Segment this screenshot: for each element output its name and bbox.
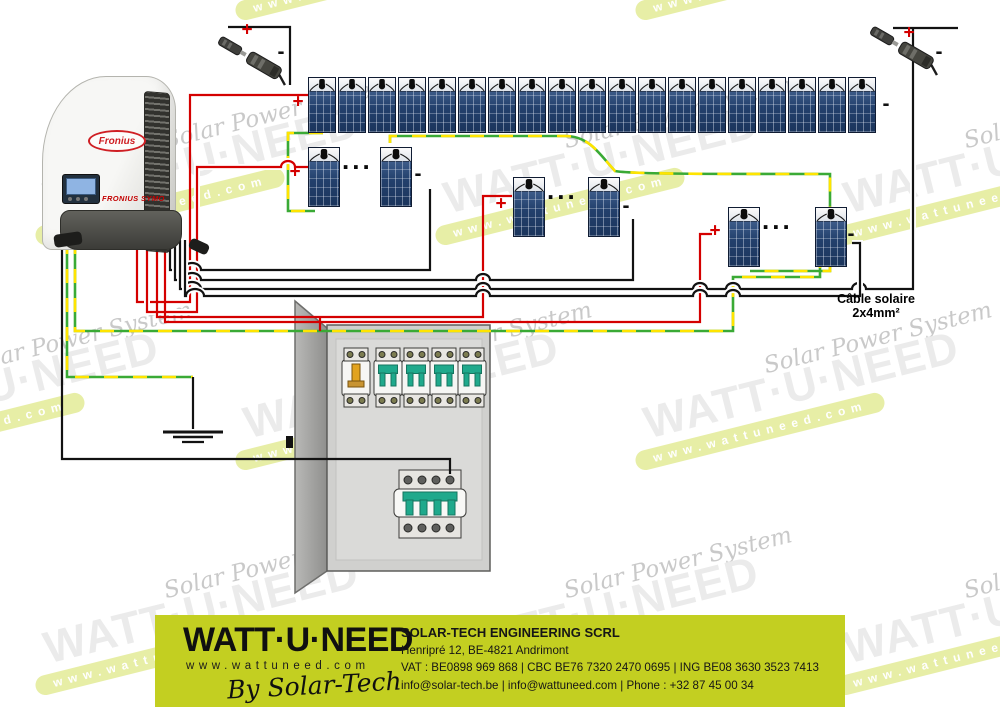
polarity-plus-label: + [289,161,301,183]
ellipsis-more-panels: ... [762,205,793,235]
junction-box-icon [669,78,695,92]
junction-box-icon [609,78,635,92]
pv-panel [458,77,486,133]
footer-url: www.wattuneed.com [186,660,370,672]
junction-box-icon [589,178,619,192]
cable-gland [286,436,293,448]
company-address: Henripré 12, BE-4821 Andrimont [401,643,569,657]
pv-panel [308,147,340,207]
junction-box-icon [699,78,725,92]
junction-box-icon [381,148,411,162]
pv-panel [548,77,576,133]
pv-panel [728,207,760,267]
polarity-minus-label: - [847,222,855,246]
pv-panel [398,77,426,133]
ground-wire [65,240,193,379]
inverter-display [62,174,100,204]
pv-panel [368,77,396,133]
polarity-plus-label: + [495,193,507,215]
pv-panel [513,177,545,237]
pv-panel [815,207,847,267]
junction-box-icon [519,78,545,92]
pv-panel [588,177,620,237]
junction-box-icon [514,178,544,192]
mc4-connector-right-icon [870,26,938,76]
dc-positive-wire [135,93,309,304]
pv-panel [608,77,636,133]
polarity-minus-label: - [277,40,285,64]
string-link-wire [388,134,832,273]
pv-panel [488,77,516,133]
ellipsis-more-panels: ... [342,145,373,175]
junction-box-icon [459,78,485,92]
pv-panel [578,77,606,133]
dc-positive-wire [145,159,308,314]
pv-panel [308,77,336,133]
company-contact: info@solar-tech.be | info@wattuneed.com … [401,678,754,692]
junction-box-icon [789,78,815,92]
polarity-minus-label: - [414,162,422,186]
junction-box-icon [489,78,515,92]
polarity-minus-label: - [935,40,943,64]
footer-banner: WATT·U·NEED www.wattuneed.com By Solar-T… [155,615,845,707]
company-name: SOLAR-TECH ENGINEERING SCRL [401,625,620,640]
junction-box-icon [399,78,425,92]
pv-panel [428,77,456,133]
pv-panel [668,77,696,133]
dc-positive-wire [155,194,512,319]
dc-positive-wire [163,232,712,324]
ac-wire [60,240,452,474]
junction-box-icon [759,78,785,92]
dc-negative-wire [178,26,958,291]
inverter-model-label: FRONIUS SYMO [102,194,165,203]
junction-box-icon [639,78,665,92]
footer-byline: By Solar-Tech [226,666,403,705]
polarity-plus-label: + [241,19,253,41]
pv-panel [638,77,666,133]
pv-panel [848,77,876,133]
fronius-inverter: Fronius FRONIUS SYMO [36,70,218,262]
pv-panel [380,147,412,207]
mc4-connector-left-icon [218,36,286,86]
footer-logo: WATT·U·NEED [183,621,413,659]
company-vat: VAT : BE0898 969 868 | CBC BE76 7320 247… [401,661,819,674]
electrical-cabinet [294,299,491,595]
polarity-plus-label: + [709,220,721,242]
fronius-logo: Fronius [88,130,146,152]
polarity-plus-label: + [903,22,915,44]
pv-panel [758,77,786,133]
polarity-plus-label: + [292,91,304,113]
pv-panel [728,77,756,133]
ellipsis-more-panels: ... [547,175,578,205]
junction-box-icon [309,148,339,162]
pv-string-1 [308,77,876,133]
junction-box-icon [549,78,575,92]
wires [60,25,958,474]
pv-panel [338,77,366,133]
dc-negative-wire [183,240,862,298]
junction-box-icon [339,78,365,92]
pv-panel [818,77,846,133]
junction-box-icon [729,78,755,92]
cable-spec-label: Câble solaire 2x4mm² [837,292,915,320]
pv-panel [788,77,816,133]
polarity-minus-label: - [622,194,630,218]
junction-box-icon [369,78,395,92]
junction-box-icon [429,78,455,92]
junction-box-icon [819,78,845,92]
junction-box-icon [849,78,875,92]
junction-box-icon [579,78,605,92]
ground-icon [163,377,223,444]
footer-company-info: SOLAR-TECH ENGINEERING SCRL Henripré 12,… [401,624,819,694]
pv-panel [518,77,546,133]
junction-box-icon [309,78,335,92]
polarity-minus-label: - [882,92,890,116]
pe-wire [73,240,822,333]
pv-panel [698,77,726,133]
mc4-lead-wire [228,25,292,85]
junction-box-icon [816,208,846,222]
junction-box-icon [729,208,759,222]
